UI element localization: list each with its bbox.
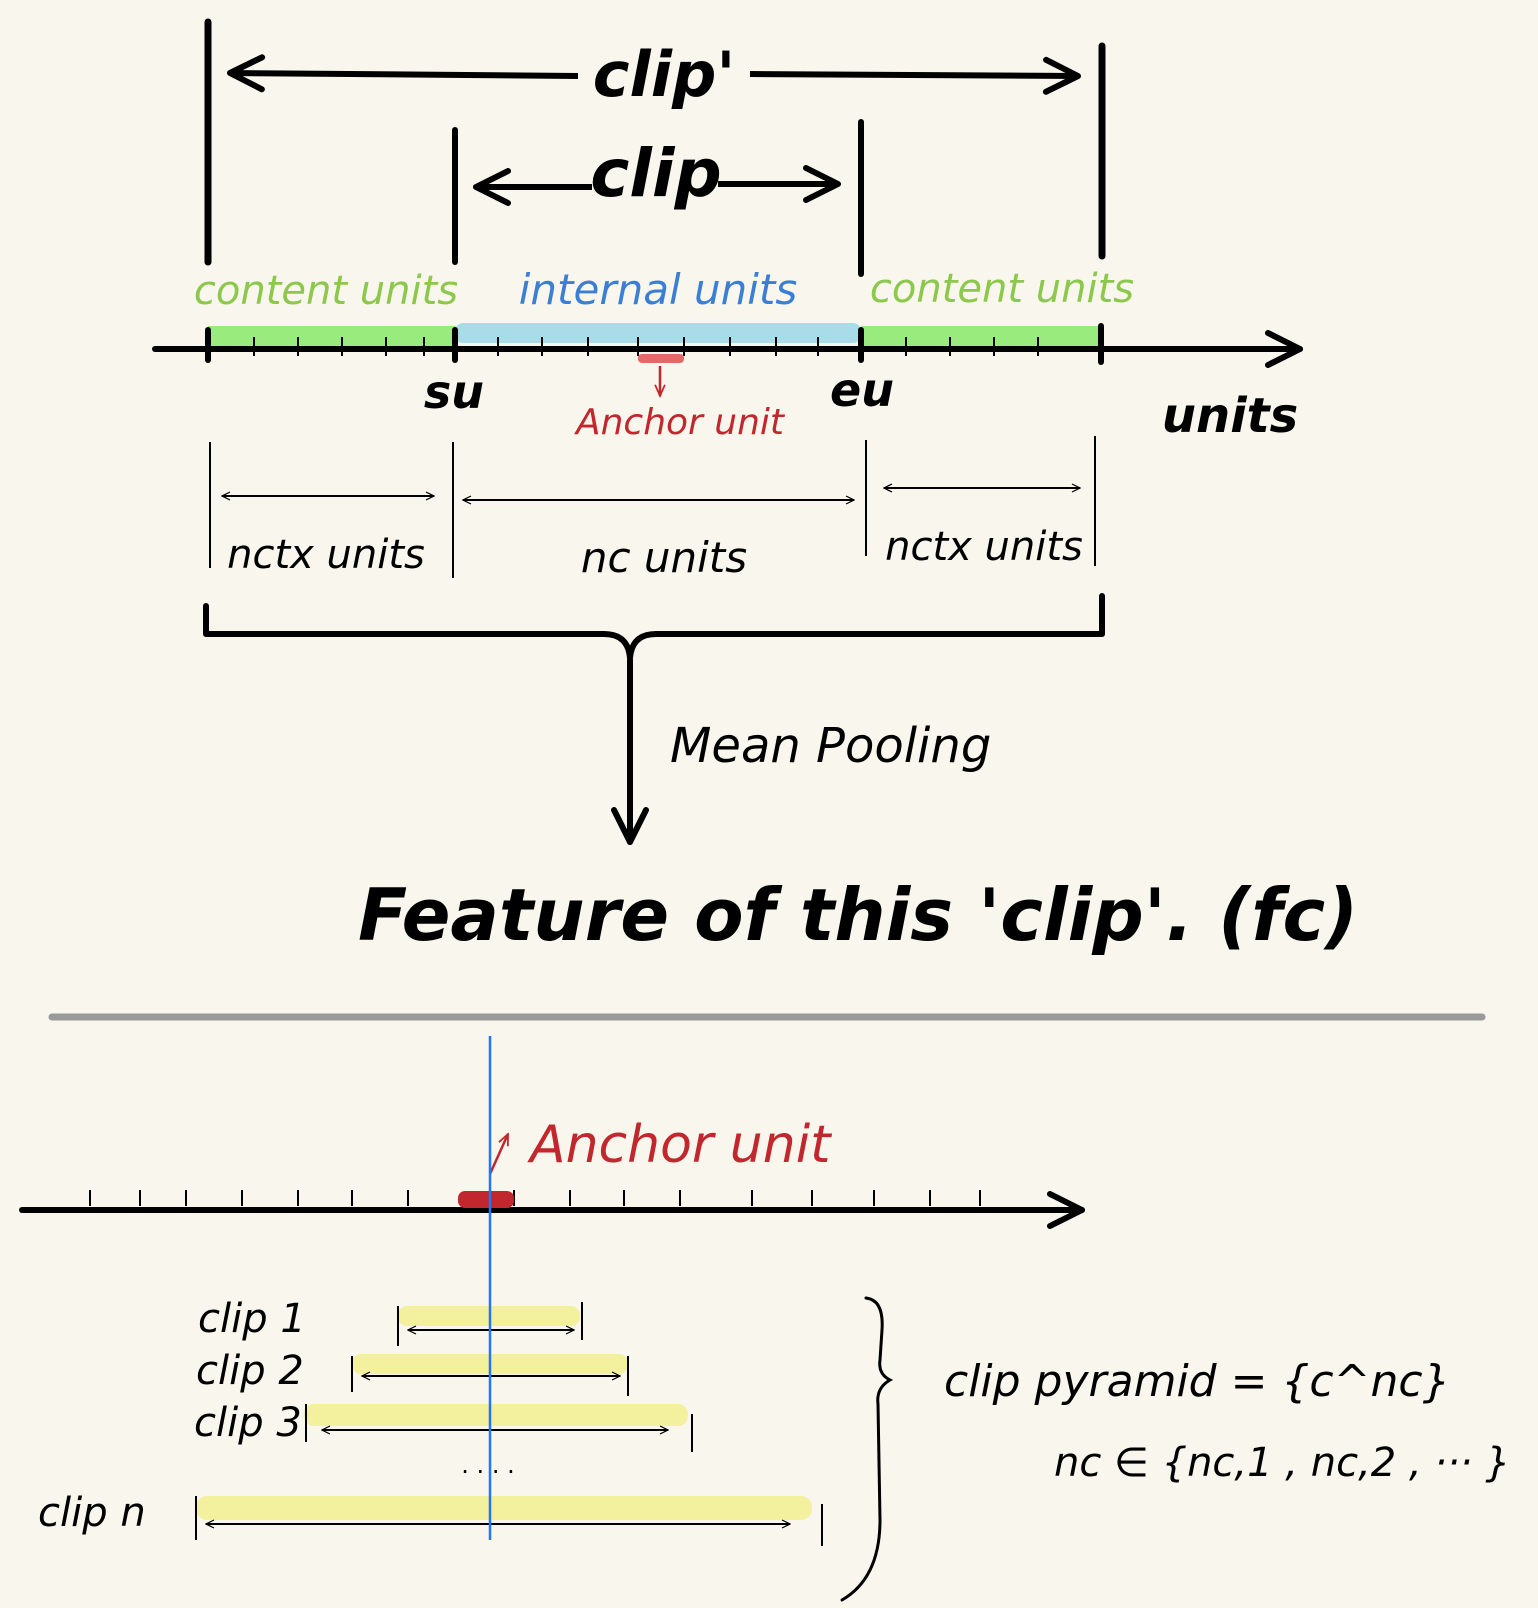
- left-context-label: content units: [194, 268, 458, 314]
- axis-label: units: [1162, 388, 1298, 444]
- internal-units-label: internal units: [519, 265, 798, 314]
- internal-segment: [455, 323, 861, 343]
- pyramid-line-1: clip pyramid = {c^nc}: [944, 1356, 1451, 1407]
- clip-n-label: clip n: [38, 1490, 146, 1536]
- middle-span-label: nc units: [581, 533, 747, 582]
- bottom-anchor-marker: [458, 1191, 514, 1208]
- clip-label: clip: [590, 135, 722, 212]
- bottom-anchor-label: Anchor unit: [527, 1115, 832, 1175]
- pooling-label: Mean Pooling: [670, 718, 991, 774]
- top-anchor-marker: [638, 354, 684, 363]
- pyramid-line-2: nc ∈ {nc,1 , nc,2 , ··· }: [1054, 1440, 1511, 1486]
- right-context-segment: [861, 326, 1101, 347]
- clip-1-label: clip 1: [198, 1296, 306, 1342]
- clip-2-label: clip 2: [196, 1348, 304, 1394]
- clip-n-bar: [196, 1496, 812, 1520]
- bottom-axis-ticks: [89, 1190, 981, 1206]
- feature-label: Feature of this 'clip'. (fc): [358, 873, 1358, 957]
- clip-3-label: clip 3: [194, 1400, 302, 1446]
- pooling-brace: [203, 593, 1105, 661]
- bottom-anchor-arrow: [488, 1134, 510, 1175]
- end-label: eu: [830, 363, 894, 417]
- clip-ellipsis: · · · ·: [461, 1458, 514, 1486]
- start-label: su: [424, 365, 484, 419]
- right-context-label: content units: [870, 266, 1134, 312]
- top-axis-ticks: [253, 337, 1039, 356]
- clip-prime-label: clip': [593, 38, 736, 111]
- clip-span: clip: [452, 119, 864, 277]
- left-span-label: nctx units: [227, 532, 425, 578]
- top-anchor-label: Anchor unit: [574, 402, 786, 443]
- clip-prime-span: clip': [204, 18, 1106, 266]
- right-span-label: nctx units: [885, 524, 1083, 570]
- pyramid-brace: [840, 1296, 894, 1602]
- clip-3-bar: [304, 1404, 688, 1426]
- top-axis-boundary-ticks: [205, 323, 1104, 365]
- span-measurements: [209, 436, 1096, 578]
- left-context-segment: [208, 326, 456, 347]
